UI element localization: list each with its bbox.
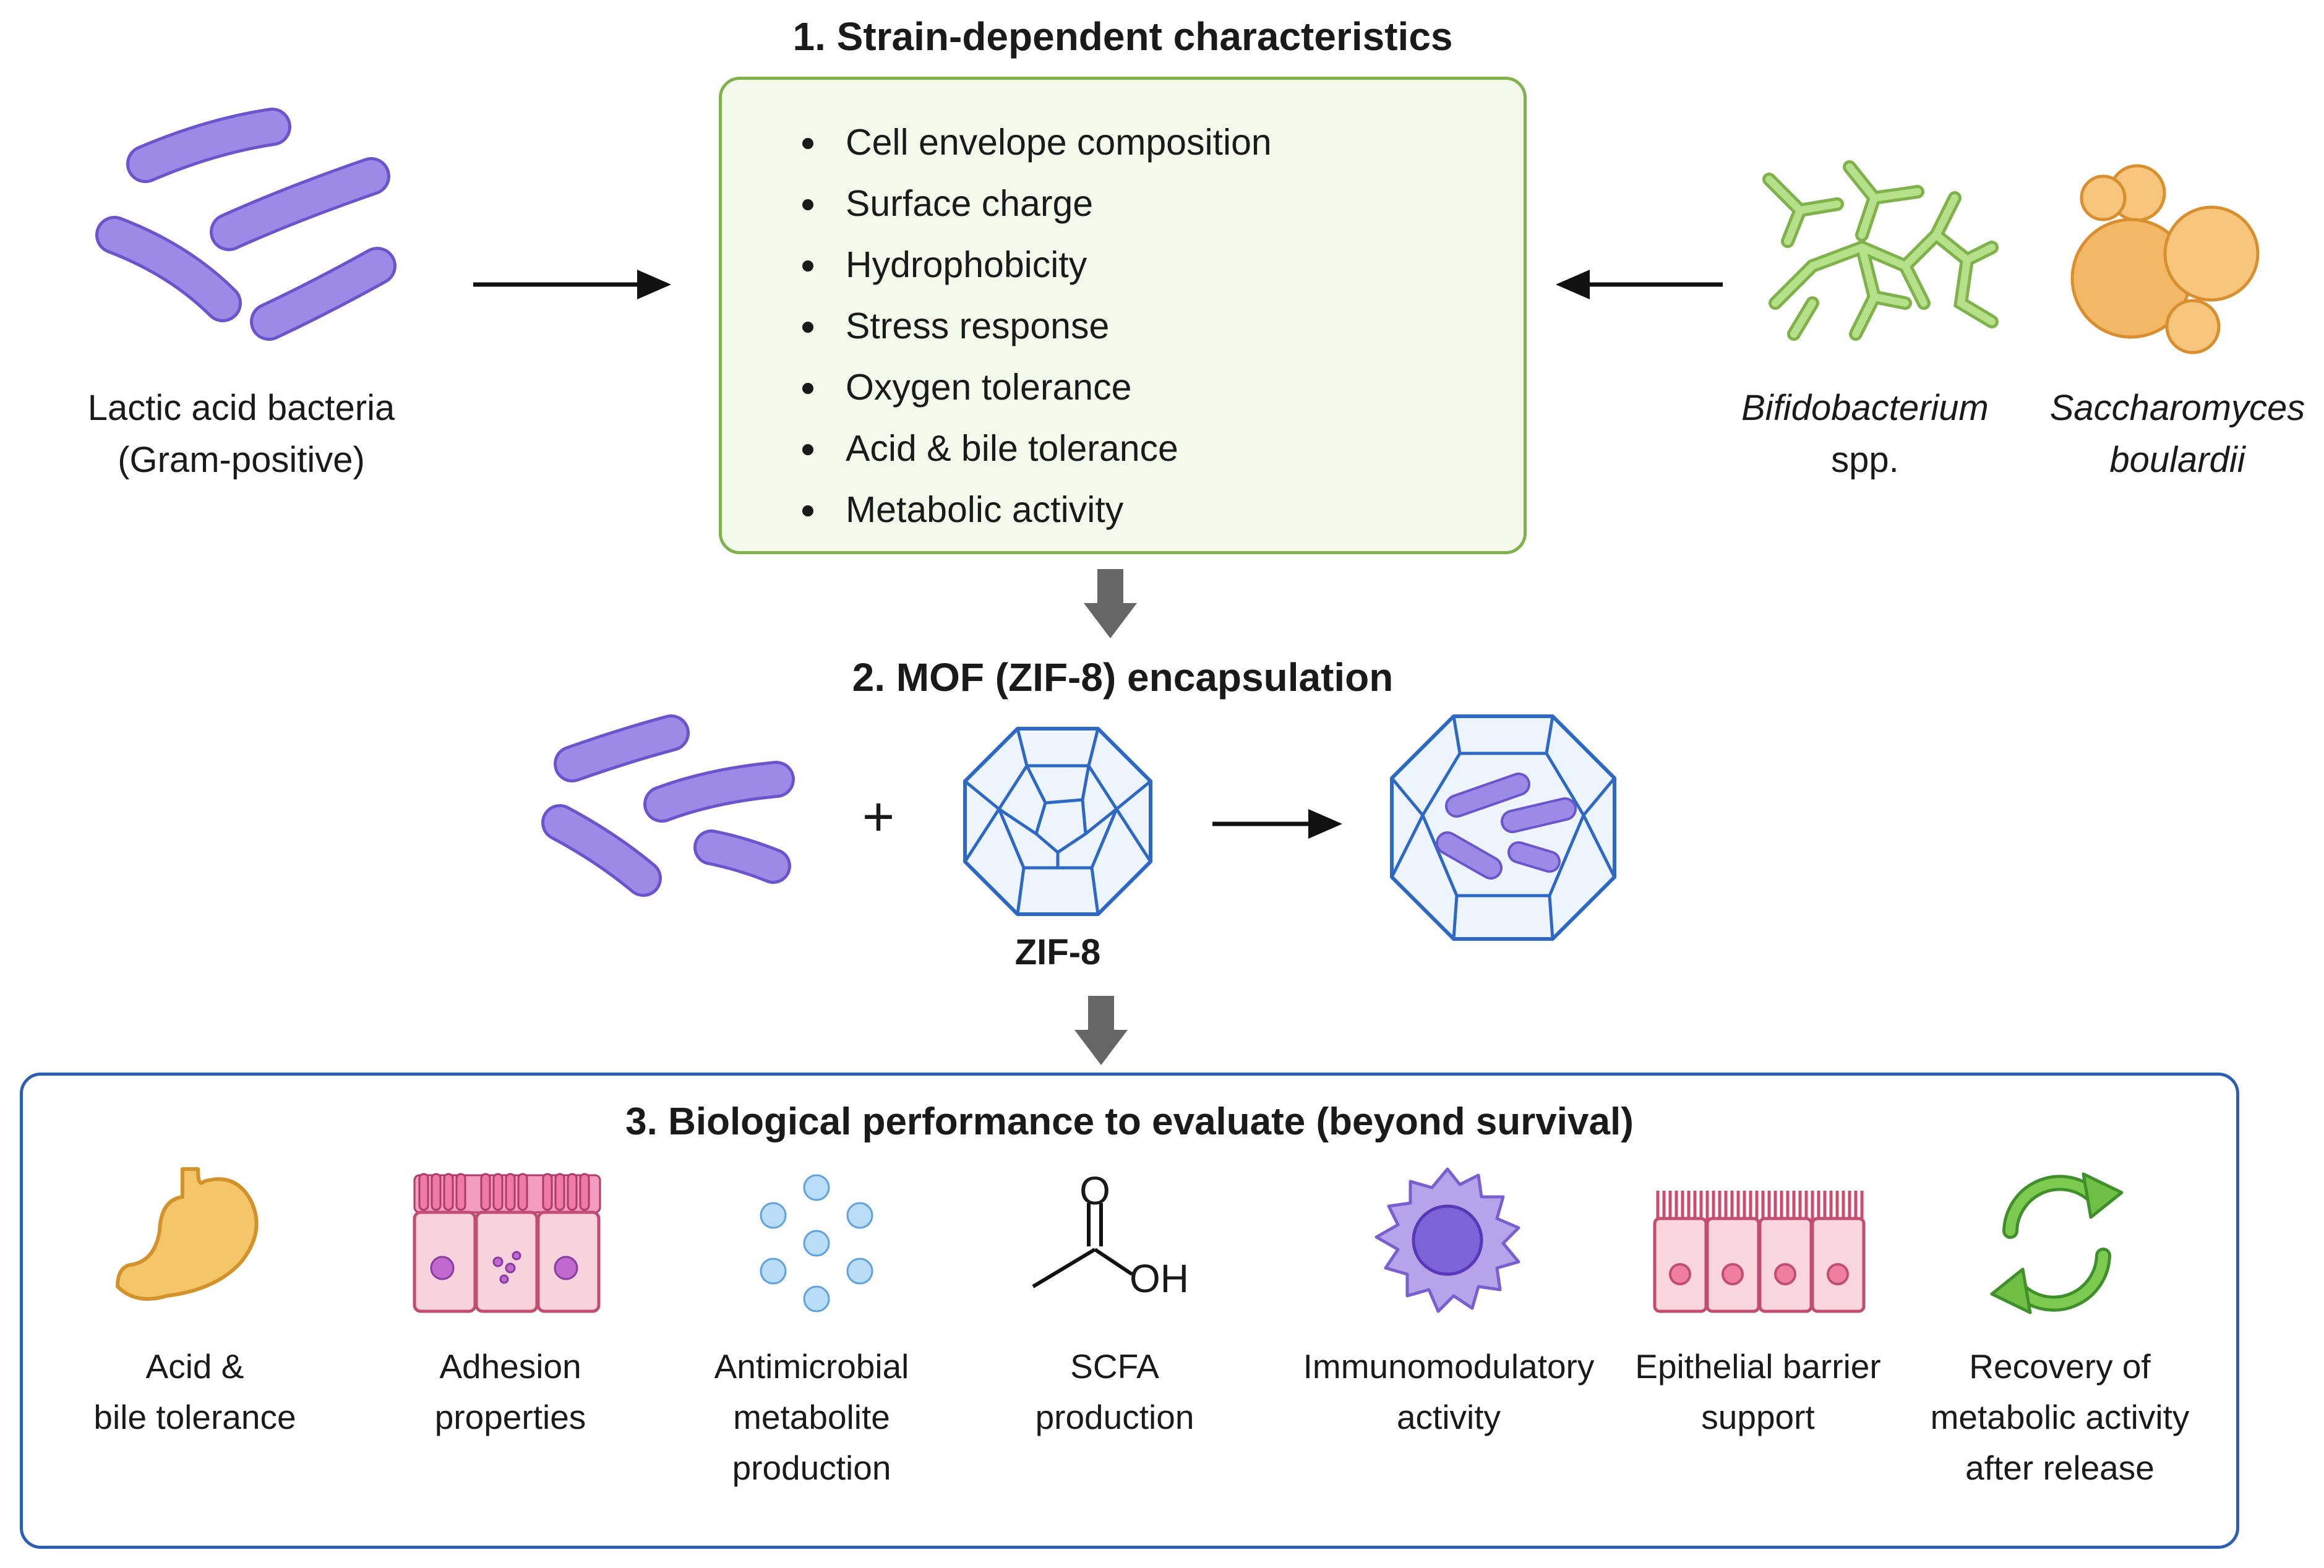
- label-line: production: [1035, 1398, 1194, 1436]
- label-line: boulardii: [2109, 440, 2245, 480]
- stomach-icon: [116, 1167, 259, 1301]
- label-line: Immunomodulatory: [1303, 1347, 1595, 1386]
- immune-cell-icon: [1374, 1167, 1520, 1313]
- list-item: Acid & bile tolerance: [802, 418, 1272, 479]
- zif8-label: ZIF-8: [1014, 932, 1101, 972]
- list-item: Surface charge: [802, 173, 1272, 234]
- label-line: support: [1701, 1398, 1815, 1436]
- intestinal-cells-icon: [413, 1173, 601, 1313]
- label-line: metabolic activity: [1930, 1398, 2190, 1436]
- list-item: Hydrophobicity: [802, 234, 1272, 296]
- strain-characteristics-panel: Cell envelope composition Surface charge…: [719, 77, 1527, 554]
- epithelium-icon: [1653, 1191, 1866, 1313]
- down-arrow-icon: [1084, 569, 1137, 638]
- label-line: bile tolerance: [93, 1398, 296, 1436]
- section3-title: 3. Biological performance to evaluate (b…: [625, 1100, 1634, 1143]
- performance-label-recovery: Recovery of metabolic activity after rel…: [1911, 1341, 2208, 1493]
- label-line: metabolite: [733, 1398, 890, 1436]
- saccharomyces-label: Saccharomyces boulardii: [2035, 382, 2320, 486]
- label-line: production: [732, 1449, 891, 1487]
- performance-label-epithelial: Epithelial barrier support: [1610, 1341, 1906, 1442]
- biological-performance-panel: [20, 1073, 2239, 1549]
- label-line: Epithelial barrier: [1635, 1347, 1881, 1386]
- label-line: (Gram-positive): [118, 440, 365, 480]
- label-line: Saccharomyces: [2049, 388, 2305, 428]
- section2-title: 2. MOF (ZIF-8) encapsulation: [852, 655, 1394, 700]
- label-line: Adhesion: [439, 1347, 581, 1386]
- saccharomyces-icon: [2070, 164, 2260, 354]
- performance-label-acid-bile: Acid & bile tolerance: [46, 1341, 343, 1442]
- arrow-right-icon: [473, 270, 671, 299]
- metabolite-dots-icon: [760, 1174, 873, 1313]
- performance-label-scfa: SCFA production: [966, 1341, 1263, 1442]
- label-line: Acid &: [145, 1347, 244, 1386]
- bifidobacterium-label: Bifidobacterium spp.: [1720, 382, 2010, 486]
- list-item: Stress response: [802, 296, 1272, 357]
- strain-characteristics-list: Cell envelope composition Surface charge…: [802, 112, 1272, 541]
- scfa-hydroxyl-label: OH: [1130, 1256, 1189, 1301]
- bifidobacterium-icon: [1762, 160, 1999, 341]
- probiotic-bacteria-icon: [541, 714, 795, 897]
- scfa-oxygen-label: O: [1079, 1168, 1110, 1213]
- arrow-right-icon: [1212, 809, 1342, 839]
- recycle-arrows-icon: [1990, 1172, 2124, 1314]
- list-item: Metabolic activity: [802, 479, 1272, 541]
- acetic-acid-icon: [1032, 1203, 1133, 1288]
- performance-label-adhesion: Adhesion properties: [362, 1341, 659, 1442]
- zif8-framework-icon: [963, 727, 1152, 916]
- encapsulated-bacteria-icon: [1390, 714, 1616, 941]
- label-line: Recovery of: [1969, 1347, 2151, 1386]
- label-line: activity: [1396, 1398, 1501, 1436]
- list-item: Cell envelope composition: [802, 112, 1272, 173]
- performance-label-antimicrobial: Antimicrobial metabolite production: [663, 1341, 960, 1493]
- plus-sign: +: [862, 786, 895, 848]
- label-line: Lactic acid bacteria: [87, 388, 395, 428]
- label-line: Bifidobacterium: [1741, 388, 1989, 428]
- arrow-left-icon: [1556, 270, 1723, 299]
- list-item: Oxygen tolerance: [802, 357, 1272, 418]
- label-line: properties: [434, 1398, 586, 1436]
- section1-title: 1. Strain-dependent characteristics: [792, 14, 1453, 59]
- label-line: Antimicrobial: [714, 1347, 909, 1386]
- performance-label-immunomodulatory: Immunomodulatory activity: [1288, 1341, 1610, 1442]
- lactic-acid-bacteria-icon: [95, 108, 397, 341]
- label-line: after release: [1965, 1449, 2155, 1487]
- lactic-acid-bacteria-label: Lactic acid bacteria (Gram-positive): [25, 382, 458, 486]
- label-line: SCFA: [1070, 1347, 1159, 1386]
- label-line: spp.: [1831, 440, 1899, 480]
- down-arrow-icon: [1074, 996, 1128, 1065]
